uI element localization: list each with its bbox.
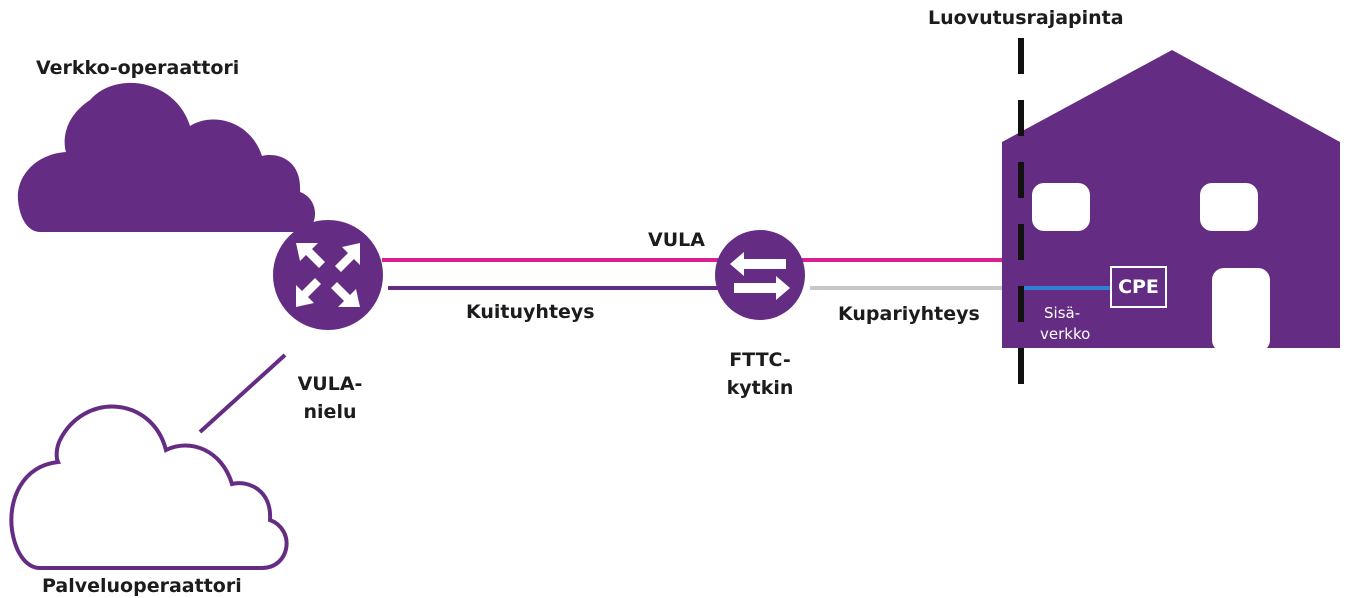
vula-sink-label-line2: nielu	[303, 401, 357, 423]
cpe-label: CPE	[1118, 276, 1159, 298]
fiber-connection-label: Kuituyhteys	[466, 301, 595, 323]
handover-interface-label: Luovutusrajapinta	[928, 7, 1124, 29]
service-operator-cloud-icon	[9, 404, 289, 570]
vula-sink-icon	[273, 220, 383, 330]
network-operator-label: Verkko-operaattori	[36, 57, 240, 79]
vula-sink-label: VULA- nielu	[284, 372, 376, 424]
internal-network-label: Sisä- verkko	[1040, 304, 1090, 344]
service-operator-label: Palveluoperaattori	[42, 575, 242, 597]
internal-network-label-line1: Sisä-	[1044, 304, 1081, 322]
house-window-right	[1200, 183, 1258, 231]
fttc-switch-label-line1: FTTC-	[729, 349, 791, 371]
fttc-switch-icon	[715, 230, 805, 320]
house-door	[1212, 268, 1270, 352]
vula-sink-label-line1: VULA-	[297, 373, 363, 395]
vula-label: VULA	[648, 229, 705, 251]
fttc-switch-label: FTTC- kytkin	[714, 348, 806, 400]
fttc-switch-label-line2: kytkin	[726, 377, 794, 399]
service-connector-line	[198, 353, 287, 434]
internal-network-label-line2: verkko	[1040, 325, 1091, 343]
cpe-box: CPE	[1110, 266, 1167, 308]
house-window-left	[1032, 183, 1090, 231]
network-operator-cloud-icon	[17, 82, 316, 232]
copper-connection-label: Kupariyhteys	[838, 303, 980, 325]
